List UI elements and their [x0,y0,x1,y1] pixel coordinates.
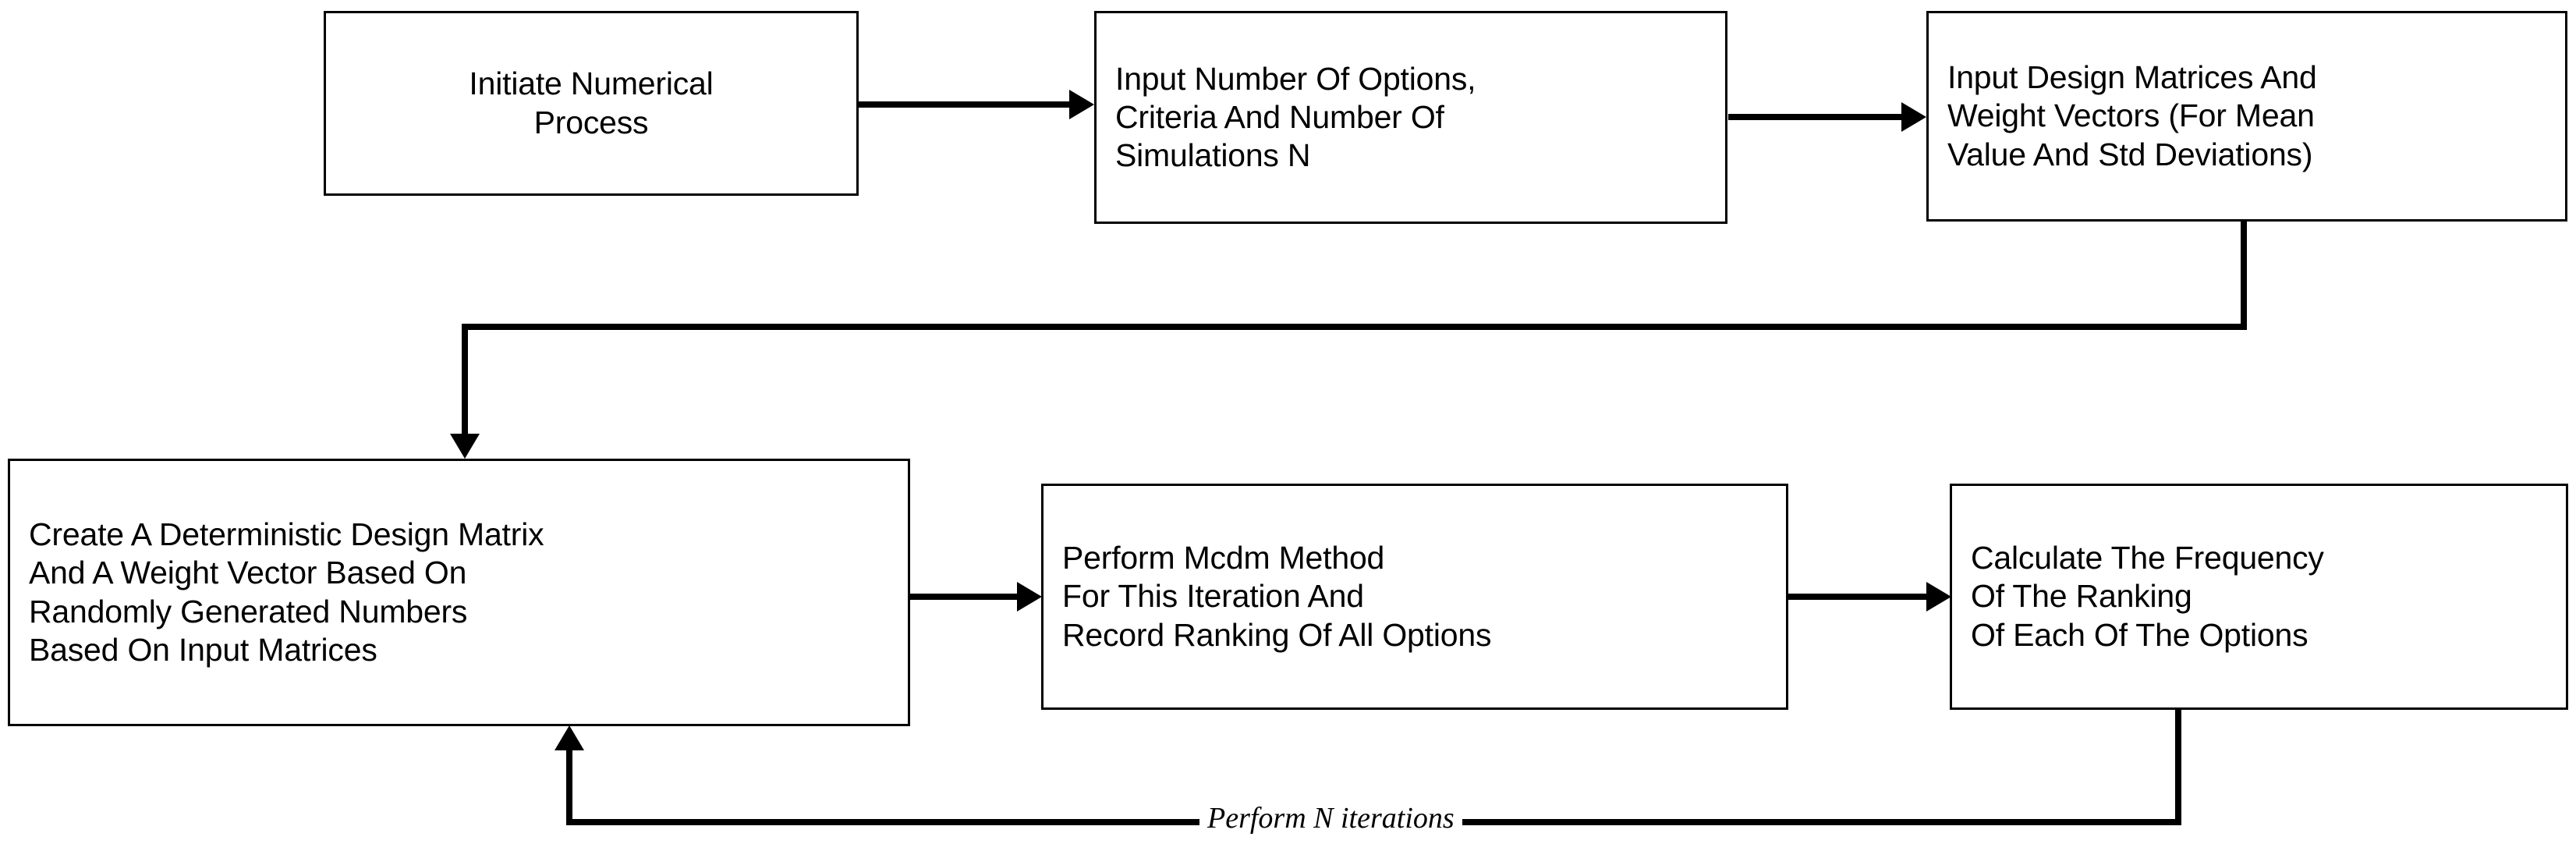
edge-create-to-mcdm-arrowhead [1017,582,1042,612]
edge-mcdm-to-frequency-line [1788,594,1926,600]
node-calculate-frequency-of-ranking[interactable]: Calculate The Frequency Of The Ranking O… [1950,484,2568,710]
node-initiate-numerical-process[interactable]: Initiate Numerical Process [324,11,859,196]
edge-feedback-arrowhead [555,725,584,750]
edge-feedback-label: Perform N iterations [1199,800,1462,836]
edge-input-counts-to-matrices-arrowhead [1901,102,1926,132]
edge-feedback-segment-down-right [2175,708,2181,825]
edge-input-counts-to-matrices-line [1728,114,1901,120]
node-input-design-matrices[interactable]: Input Design Matrices And Weight Vectors… [1926,11,2567,222]
edge-initiate-to-input-counts-arrowhead [1069,90,1094,119]
edge-create-to-mcdm-line [910,594,1017,600]
node-create-deterministic-design-matrix[interactable]: Create A Deterministic Design Matrix And… [8,459,910,726]
edge-matrices-to-create-arrowhead [450,434,480,459]
edge-initiate-to-input-counts-line [859,101,1069,108]
edge-mcdm-to-frequency-arrowhead [1926,582,1951,612]
edge-matrices-to-create-segment-left [462,324,2247,330]
node-perform-mcdm-method[interactable]: Perform Mcdm Method For This Iteration A… [1041,484,1788,710]
edge-matrices-to-create-segment-down-left [462,324,468,435]
node-input-number-of-options[interactable]: Input Number Of Options, Criteria And Nu… [1094,11,1727,224]
edge-feedback-segment-up-left [566,750,572,822]
edge-matrices-to-create-segment-down-right [2241,222,2247,329]
